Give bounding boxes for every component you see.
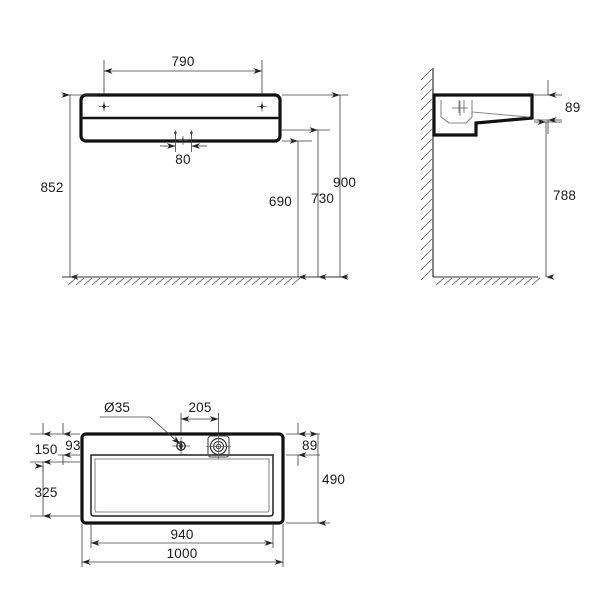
dimension-325: 325	[30, 463, 80, 519]
dimension-label-325: 325	[34, 485, 57, 500]
floor-line-side	[433, 276, 541, 286]
dimension-label-205: 205	[188, 400, 211, 415]
basin-bowl-inner	[94, 458, 270, 513]
tap-hole-left-marker	[99, 101, 109, 112]
floor-line-front	[62, 276, 348, 286]
dimension-940: 940	[90, 524, 274, 548]
dimension-790: 790	[103, 54, 263, 94]
dimension-label-89-side: 89	[565, 100, 580, 115]
dimension-label-490: 490	[322, 472, 345, 487]
dimension-80: 80	[160, 131, 207, 167]
waste-outlet-plan	[206, 434, 231, 459]
dimension-205: 205	[180, 400, 219, 433]
dimension-label-900: 900	[333, 175, 356, 190]
dimension-label-89-plan: 89	[302, 438, 317, 453]
dimension-852: 852	[40, 92, 97, 280]
dimension-1000: 1000	[81, 524, 284, 567]
dimension-label-35: Ø35	[104, 400, 130, 415]
dimension-label-852: 852	[40, 180, 63, 195]
basin-front-outline	[79, 93, 282, 143]
dimension-label-940: 940	[170, 527, 193, 542]
basin-bowl-outline	[90, 454, 274, 517]
dimension-788: 788	[534, 119, 576, 280]
dimension-730: 730	[282, 127, 334, 280]
dimension-label-790: 790	[171, 54, 194, 69]
dimension-label-730: 730	[311, 191, 334, 206]
dimension-label-150: 150	[34, 442, 57, 457]
dimension-900: 900	[282, 92, 356, 280]
side-section-view: 89 788	[420, 68, 580, 286]
dimension-93: 93	[58, 423, 81, 465]
dimension-label-788: 788	[553, 188, 576, 203]
dimension-690: 690	[269, 138, 312, 280]
dimension-490: 490	[286, 431, 345, 526]
basin-side-profile	[432, 93, 534, 137]
tap-hole-right-marker	[257, 101, 267, 112]
plan-view: Ø35 205 150 93 325	[30, 400, 345, 567]
dimension-label-1000: 1000	[167, 546, 198, 561]
dimension-label-93: 93	[65, 438, 80, 453]
dimension-label-690: 690	[269, 194, 292, 209]
diameter-leader-35: Ø35	[100, 400, 181, 445]
dimension-label-80: 80	[175, 152, 190, 167]
front-elevation-view: 790 80 852 690 730	[40, 54, 356, 286]
basin-plan-outline	[80, 432, 285, 525]
